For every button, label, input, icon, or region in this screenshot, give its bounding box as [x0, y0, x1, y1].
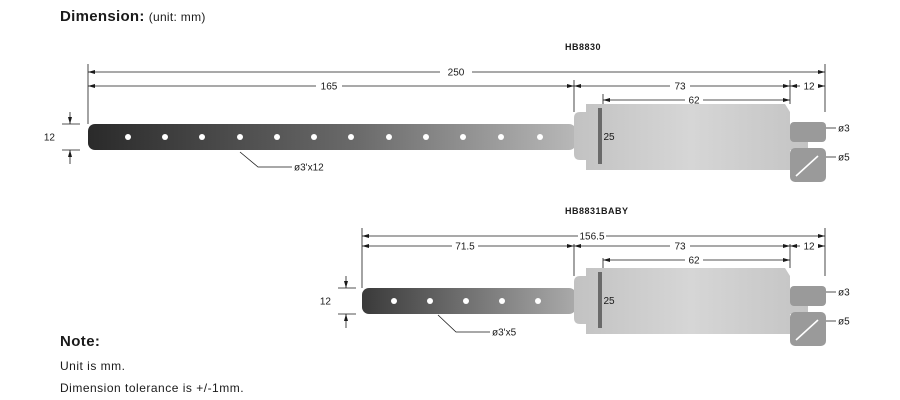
strap-hole [499, 298, 505, 304]
strap-hole [423, 134, 429, 140]
strap-hole [391, 298, 397, 304]
strap-hole [386, 134, 392, 140]
note-line: Unit is mm. [60, 359, 126, 373]
dim-strap: 71.5 [455, 242, 475, 253]
clip-slot [795, 155, 819, 177]
dim-tag-height: 25 [603, 132, 615, 143]
strap-hole [237, 134, 243, 140]
clip-small [790, 122, 826, 142]
strap-hole [535, 298, 541, 304]
strap-hole [498, 134, 504, 140]
dim-hole-large: ø5 [838, 317, 850, 328]
strap-hole [463, 298, 469, 304]
dim-hole-large: ø5 [838, 153, 850, 164]
note-title: Note: [60, 333, 101, 350]
dim-tip: 12 [803, 242, 815, 253]
clip-slot [795, 319, 819, 341]
strap-hole [427, 298, 433, 304]
dim-height: 12 [320, 297, 332, 308]
note-line: Dimension tolerance is +/-1mm. [60, 381, 245, 395]
model-label: HB8831BABY [565, 206, 629, 216]
strap-hole [537, 134, 543, 140]
id-tag [574, 268, 808, 334]
model-label: HB8830 [565, 42, 601, 52]
dim-tag: 73 [674, 242, 686, 253]
strap-hole [125, 134, 131, 140]
tag-seam [598, 108, 602, 164]
band-hb8830: HB8830 [44, 42, 850, 182]
dim-hole-small: ø3 [838, 288, 850, 299]
dim-total: 250 [448, 68, 465, 79]
dim-tag: 73 [674, 82, 686, 93]
dim-window: 62 [688, 96, 700, 107]
tag-seam [598, 272, 602, 328]
strap-hole [162, 134, 168, 140]
dim-tip: 12 [803, 82, 815, 93]
dimension-heading: Dimension:(unit: mm) [60, 8, 206, 25]
clip-small [790, 286, 826, 306]
strap [88, 124, 576, 150]
dim-hole-small: ø3 [838, 124, 850, 135]
strap-hole [348, 134, 354, 140]
strap-hole [460, 134, 466, 140]
strap-hole [199, 134, 205, 140]
dim-holes: ø3'x5 [492, 328, 517, 339]
strap-hole [311, 134, 317, 140]
dimension-unit: (unit: mm) [148, 10, 206, 24]
id-tag [574, 104, 808, 170]
strap-holes [391, 298, 541, 304]
strap-holes [125, 134, 543, 140]
dim-height: 12 [44, 133, 56, 144]
dim-tag-height: 25 [603, 296, 615, 307]
dim-holes: ø3'x12 [294, 163, 324, 174]
dimension-title: Dimension: [60, 8, 145, 25]
dim-strap: 165 [321, 82, 338, 93]
dim-window: 62 [688, 256, 700, 267]
band-hb8831baby: HB8831BABY [320, 206, 850, 346]
dim-total: 156.5 [579, 232, 604, 243]
strap-hole [274, 134, 280, 140]
